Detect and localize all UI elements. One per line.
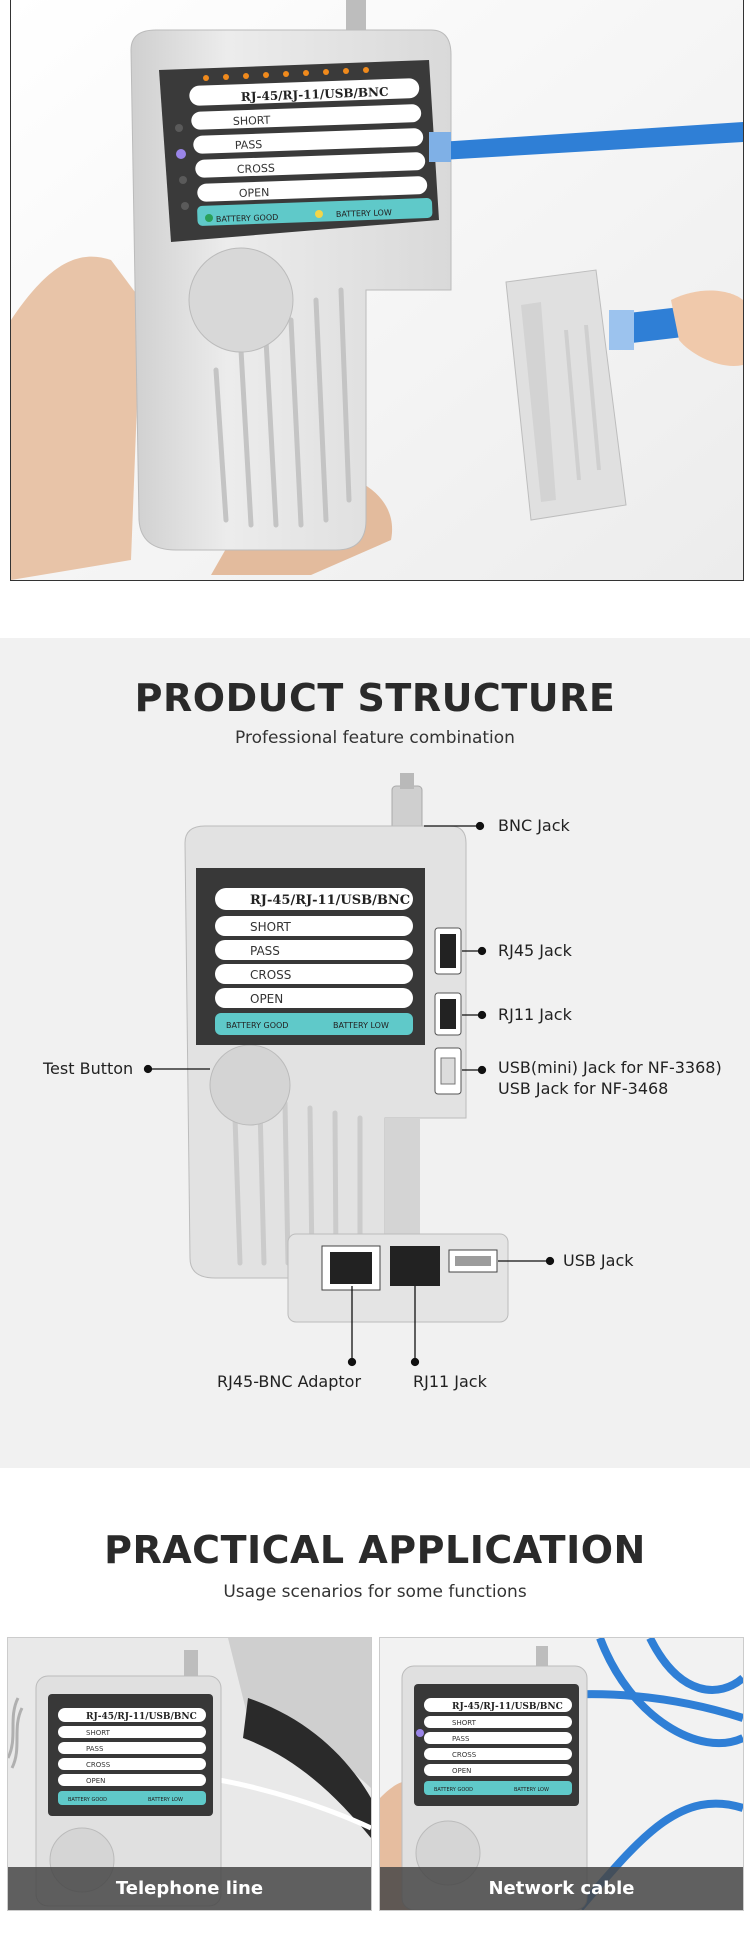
network-open: OPEN xyxy=(452,1767,471,1775)
network-short: SHORT xyxy=(452,1719,477,1727)
model-label: RJ-45/RJ-11/USB/BNC xyxy=(241,85,389,104)
status-pass: PASS xyxy=(235,138,263,152)
structure-subtitle: Professional feature combination xyxy=(235,728,515,748)
structure-battery-low: BATTERY LOW xyxy=(333,1021,389,1030)
network-cable xyxy=(439,122,743,160)
telephone-open: OPEN xyxy=(86,1777,105,1785)
caption-telephone-line: Telephone line xyxy=(8,1867,371,1910)
bnc-connector xyxy=(346,0,366,30)
structure-model-label: RJ-45/RJ-11/USB/BNC xyxy=(250,893,410,908)
callout-rj45-bnc-adaptor: RJ45-BNC Adaptor xyxy=(217,1372,362,1391)
telephone-scene: RJ-45/RJ-11/USB/BNC SHORT PASS CROSS OPE… xyxy=(8,1638,371,1910)
status-short: SHORT xyxy=(233,114,271,128)
rj11-port xyxy=(440,999,456,1029)
remote-usb-port xyxy=(455,1256,491,1266)
tester-illustration: RJ-45/RJ-11/USB/BNC SHORT PASS CROSS OPE… xyxy=(11,0,743,580)
usb-mini-port xyxy=(440,1057,456,1085)
callout-test-button: Test Button xyxy=(43,1059,134,1078)
structure-diagram: RJ-45/RJ-11/USB/BNC SHORT PASS CROSS OPE… xyxy=(143,773,555,1367)
network-cross: CROSS xyxy=(452,1751,477,1759)
application-subtitle: Usage scenarios for some functions xyxy=(223,1582,527,1602)
callout-usb-mini-1: USB(mini) Jack for NF-3368) xyxy=(498,1058,722,1077)
structure-battery-good: BATTERY GOOD xyxy=(226,1021,288,1030)
battery-good-label: BATTERY GOOD xyxy=(216,213,279,224)
hand xyxy=(11,256,141,580)
product-structure-section: PRODUCT STRUCTURE Professional feature c… xyxy=(0,638,750,1468)
status-cross: CROSS xyxy=(237,162,275,176)
callout-rj11-jack: RJ11 Jack xyxy=(498,1005,572,1024)
network-battery-good: BATTERY GOOD xyxy=(434,1787,473,1793)
network-model-label: RJ-45/RJ-11/USB/BNC xyxy=(452,1702,563,1712)
battery-low-label: BATTERY LOW xyxy=(336,208,392,219)
application-title: PRACTICAL APPLICATION xyxy=(104,1528,646,1572)
telephone-battery-low: BATTERY LOW xyxy=(148,1797,183,1803)
caption-network-cable: Network cable xyxy=(380,1867,743,1910)
callout-bnc-jack: BNC Jack xyxy=(498,816,570,835)
telephone-model-label: RJ-45/RJ-11/USB/BNC xyxy=(86,1712,197,1722)
telephone-pass: PASS xyxy=(86,1745,104,1753)
battery-strip xyxy=(197,197,433,226)
network-pass: PASS xyxy=(452,1735,470,1743)
remote-rj11-port xyxy=(390,1246,440,1286)
rj45-port xyxy=(440,934,456,968)
app-panel-network: RJ-45/RJ-11/USB/BNC SHORT PASS CROSS OPE… xyxy=(379,1637,744,1911)
telephone-short: SHORT xyxy=(86,1729,111,1737)
structure-short: SHORT xyxy=(250,920,292,934)
telephone-cross: CROSS xyxy=(86,1761,111,1769)
callout-rj11-jack-bottom: RJ11 Jack xyxy=(413,1372,487,1391)
hand-right xyxy=(671,290,743,366)
status-open: OPEN xyxy=(239,186,270,200)
hero-product-photo: RJ-45/RJ-11/USB/BNC SHORT PASS CROSS OPE… xyxy=(10,0,744,581)
structure-pass: PASS xyxy=(250,944,280,958)
callout-usb-jack: USB Jack xyxy=(563,1251,634,1270)
network-battery-low: BATTERY LOW xyxy=(514,1787,549,1793)
callout-usb-mini-2: USB Jack for NF-3468 xyxy=(498,1079,669,1098)
structure-cross: CROSS xyxy=(250,968,291,982)
app-panel-telephone: RJ-45/RJ-11/USB/BNC SHORT PASS CROSS OPE… xyxy=(7,1637,372,1911)
network-scene: RJ-45/RJ-11/USB/BNC SHORT PASS CROSS OPE… xyxy=(380,1638,743,1910)
test-button xyxy=(188,247,294,353)
test-button-part xyxy=(209,1044,291,1126)
callout-rj45-jack: RJ45 Jack xyxy=(498,941,572,960)
structure-title: PRODUCT STRUCTURE xyxy=(134,676,616,720)
structure-open: OPEN xyxy=(250,992,283,1006)
remote-rj45-port xyxy=(330,1252,372,1284)
telephone-battery-good: BATTERY GOOD xyxy=(68,1797,107,1803)
